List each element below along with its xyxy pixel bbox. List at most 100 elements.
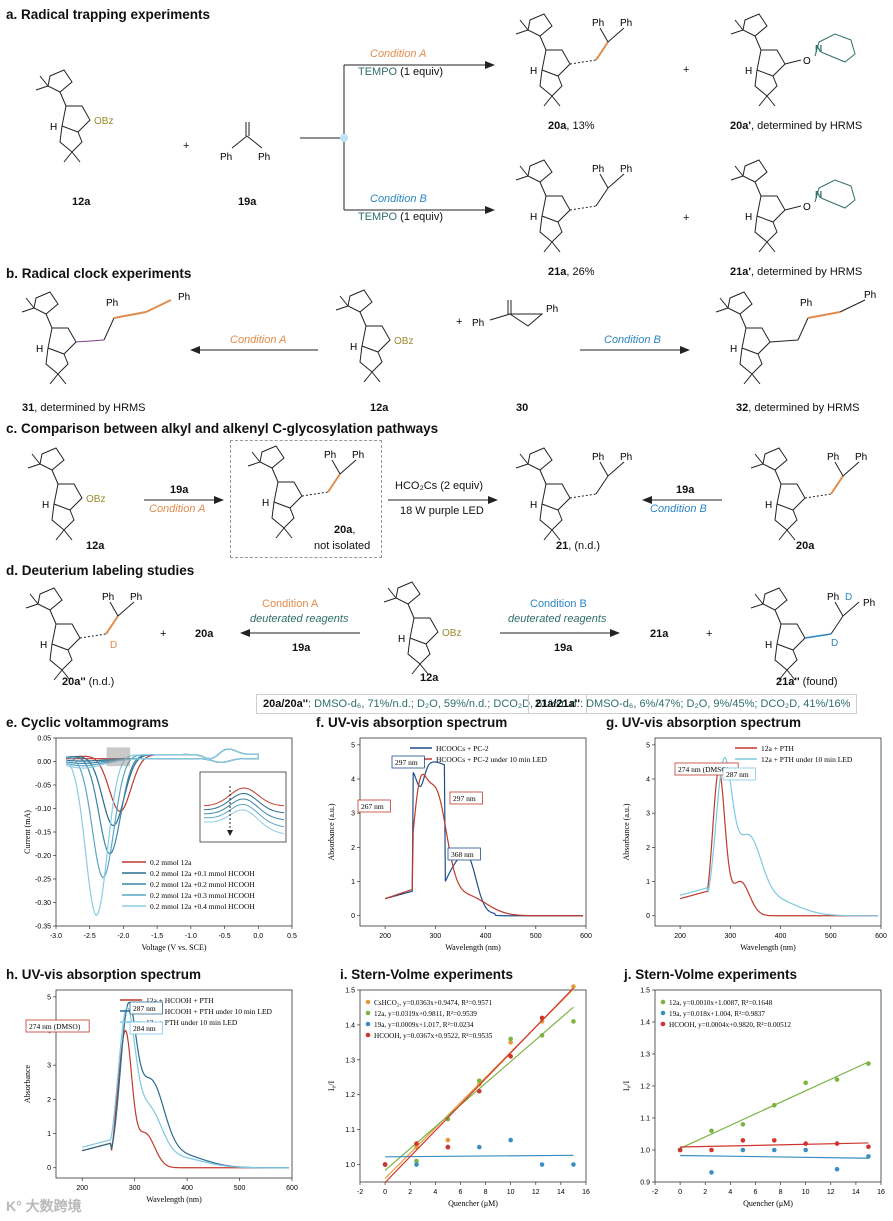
- y-tick-label: 0.00: [37, 759, 51, 766]
- svg-text:Ph: Ph: [178, 292, 190, 303]
- molecule-21a-prime: H O N: [730, 159, 856, 253]
- section-c-title: c. Comparison between alkyl and alkenyl …: [6, 421, 439, 436]
- svg-text:D: D: [110, 640, 117, 651]
- deut-b: deuterated reagents: [508, 613, 607, 625]
- ratio-box-left: 20a/20a'': DMSO-d₆, 71%/n.d.; D₂O, 59%/n…: [256, 694, 587, 714]
- svg-text:O: O: [803, 56, 811, 67]
- data-point: [834, 1141, 840, 1146]
- peak-annotation-box: [129, 1021, 163, 1035]
- y-axis-label: I₀/I: [327, 1080, 336, 1091]
- data-point: [571, 1019, 576, 1024]
- arrow-d-right: [500, 629, 620, 637]
- x-tick-label: -2: [652, 1189, 658, 1196]
- arrow-c-1: [144, 496, 224, 504]
- plot-frame: [359, 989, 587, 1183]
- inset-curve-1: [203, 792, 285, 814]
- y-tick-label: 1.2: [640, 1084, 650, 1091]
- label-21a-dd: 21a'' (found): [776, 676, 838, 688]
- legend-label: 0.2 mmol 12a +0.3 mmol HCOOH: [150, 891, 255, 900]
- svg-text:OBz: OBz: [94, 116, 113, 127]
- legend-label: 12a + PTH under 10 min LED: [761, 755, 853, 764]
- x-tick-label: 14: [852, 1189, 860, 1196]
- x-tick-label: 8: [779, 1189, 783, 1196]
- y-axis-label: Absorbance (a.u.): [622, 803, 631, 860]
- data-point: [834, 1077, 840, 1082]
- data-point: [539, 1019, 545, 1024]
- plot-frame: [654, 989, 882, 1183]
- label-20a: 20a, 13%: [548, 120, 595, 132]
- svg-text:H: H: [262, 498, 269, 509]
- peak-annotation-box: [447, 847, 481, 861]
- y-tick-label: -0.25: [35, 877, 51, 884]
- chart-e-title: e. Cyclic voltammograms: [6, 715, 169, 730]
- x-tick-label: 2: [703, 1189, 707, 1196]
- reagent-19a-d2: 19a: [554, 642, 573, 654]
- legend-label: 12a, y=0.0010x+1.0087, R²=0.1648: [669, 999, 773, 1007]
- legend-marker: [660, 999, 666, 1005]
- svg-text:Ph: Ph: [220, 152, 232, 163]
- label-20a-c: 20a,: [334, 524, 356, 536]
- data-point: [476, 1088, 482, 1094]
- svg-text:H: H: [42, 500, 49, 511]
- peak-annotation: 297 nm: [453, 794, 476, 803]
- legend-label: 0.2 mmol 12a +0.4 mmol HCOOH: [150, 902, 255, 911]
- plot-frame: [55, 989, 293, 1179]
- svg-text:Ph: Ph: [827, 592, 839, 603]
- y-tick-label: 3: [646, 811, 650, 818]
- chart-h-title: h. UV-vis absorption spectrum: [6, 967, 202, 982]
- deut-a: deuterated reagents: [250, 613, 349, 625]
- svg-text:Ph: Ph: [592, 164, 604, 175]
- legend-label: HCOOCs + PC-2: [436, 744, 489, 753]
- peak-annotation-box: [25, 1019, 90, 1033]
- svg-text:Ph: Ph: [258, 152, 270, 163]
- y-tick-label: -0.35: [35, 924, 51, 931]
- y-tick-label: 2: [646, 845, 650, 852]
- svg-text:Ph: Ph: [620, 452, 632, 463]
- y-axis-label: I₀/I: [622, 1080, 631, 1091]
- data-point: [476, 1144, 482, 1150]
- y-tick-label: 1: [646, 879, 650, 886]
- reagent-19a-c3: 19a: [676, 484, 695, 496]
- legend-marker: [660, 1021, 666, 1027]
- svg-text:Ph: Ph: [592, 18, 604, 29]
- data-point: [740, 1147, 746, 1153]
- y-axis-label: Current (mA): [23, 810, 32, 854]
- arrow-d-left: [240, 629, 360, 637]
- peak-annotation: 287 nm: [726, 770, 749, 779]
- legend-label: 0.2 mmol 12a +0.2 mmol HCOOH: [150, 880, 255, 889]
- y-tick-label: 1.0: [345, 1162, 355, 1169]
- svg-text:H: H: [730, 344, 737, 355]
- svg-text:H: H: [36, 344, 43, 355]
- condition-a-label-b: Condition A: [230, 334, 287, 346]
- x-tick-label: 0.0: [253, 933, 263, 940]
- legend-label: 12a + PTH: [761, 744, 795, 753]
- x-tick-label: -1.0: [185, 933, 197, 940]
- y-tick-label: -0.15: [35, 830, 51, 837]
- data-point: [740, 1138, 746, 1143]
- legend-label: 19a, y=0.0009x+1.017, R²=0.0234: [374, 1021, 474, 1029]
- condition-a-label-c: Condition A: [149, 503, 206, 515]
- peak-annotation-box: [449, 791, 483, 805]
- label-21-c: 21, (n.d.): [556, 540, 601, 552]
- x-tick-label: 400: [480, 933, 492, 940]
- x-axis-label: Quencher (μM): [743, 1199, 793, 1208]
- y-tick-label: -0.05: [35, 783, 51, 790]
- data-point: [709, 1147, 714, 1153]
- y-tick-label: 5: [351, 742, 355, 749]
- y-tick-label: 3: [47, 1063, 51, 1070]
- x-tick-label: 500: [530, 933, 542, 940]
- svg-text:H: H: [530, 66, 537, 77]
- x-axis-label: Voltage (V vs. SCE): [141, 943, 206, 952]
- x-tick-label: 500: [825, 933, 837, 940]
- x-tick-label: -0.5: [219, 933, 231, 940]
- svg-text:Ph: Ph: [863, 598, 875, 609]
- svg-text:H: H: [398, 634, 405, 645]
- y-tick-label: 1: [351, 879, 355, 886]
- x-axis-label: Wavelength (nm): [740, 943, 796, 952]
